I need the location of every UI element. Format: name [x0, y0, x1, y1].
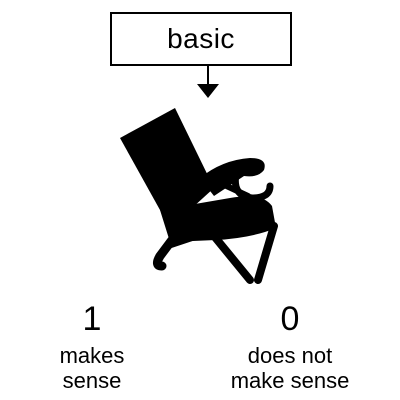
does-not-make-sense-option[interactable]: 0 does not make sense [210, 300, 370, 394]
makes-sense-score: 1 [82, 300, 102, 338]
makes-sense-label-line2: sense [62, 368, 122, 394]
makes-sense-option[interactable]: 1 makes sense [40, 300, 144, 394]
does-not-make-sense-label-line2: make sense [230, 368, 350, 394]
does-not-make-sense-score: 0 [280, 300, 300, 338]
word-label: basic [167, 23, 235, 54]
makes-sense-label-line1: makes [59, 343, 125, 369]
word-box: basic [110, 12, 292, 66]
does-not-make-sense-label-line1: does not [247, 343, 333, 369]
